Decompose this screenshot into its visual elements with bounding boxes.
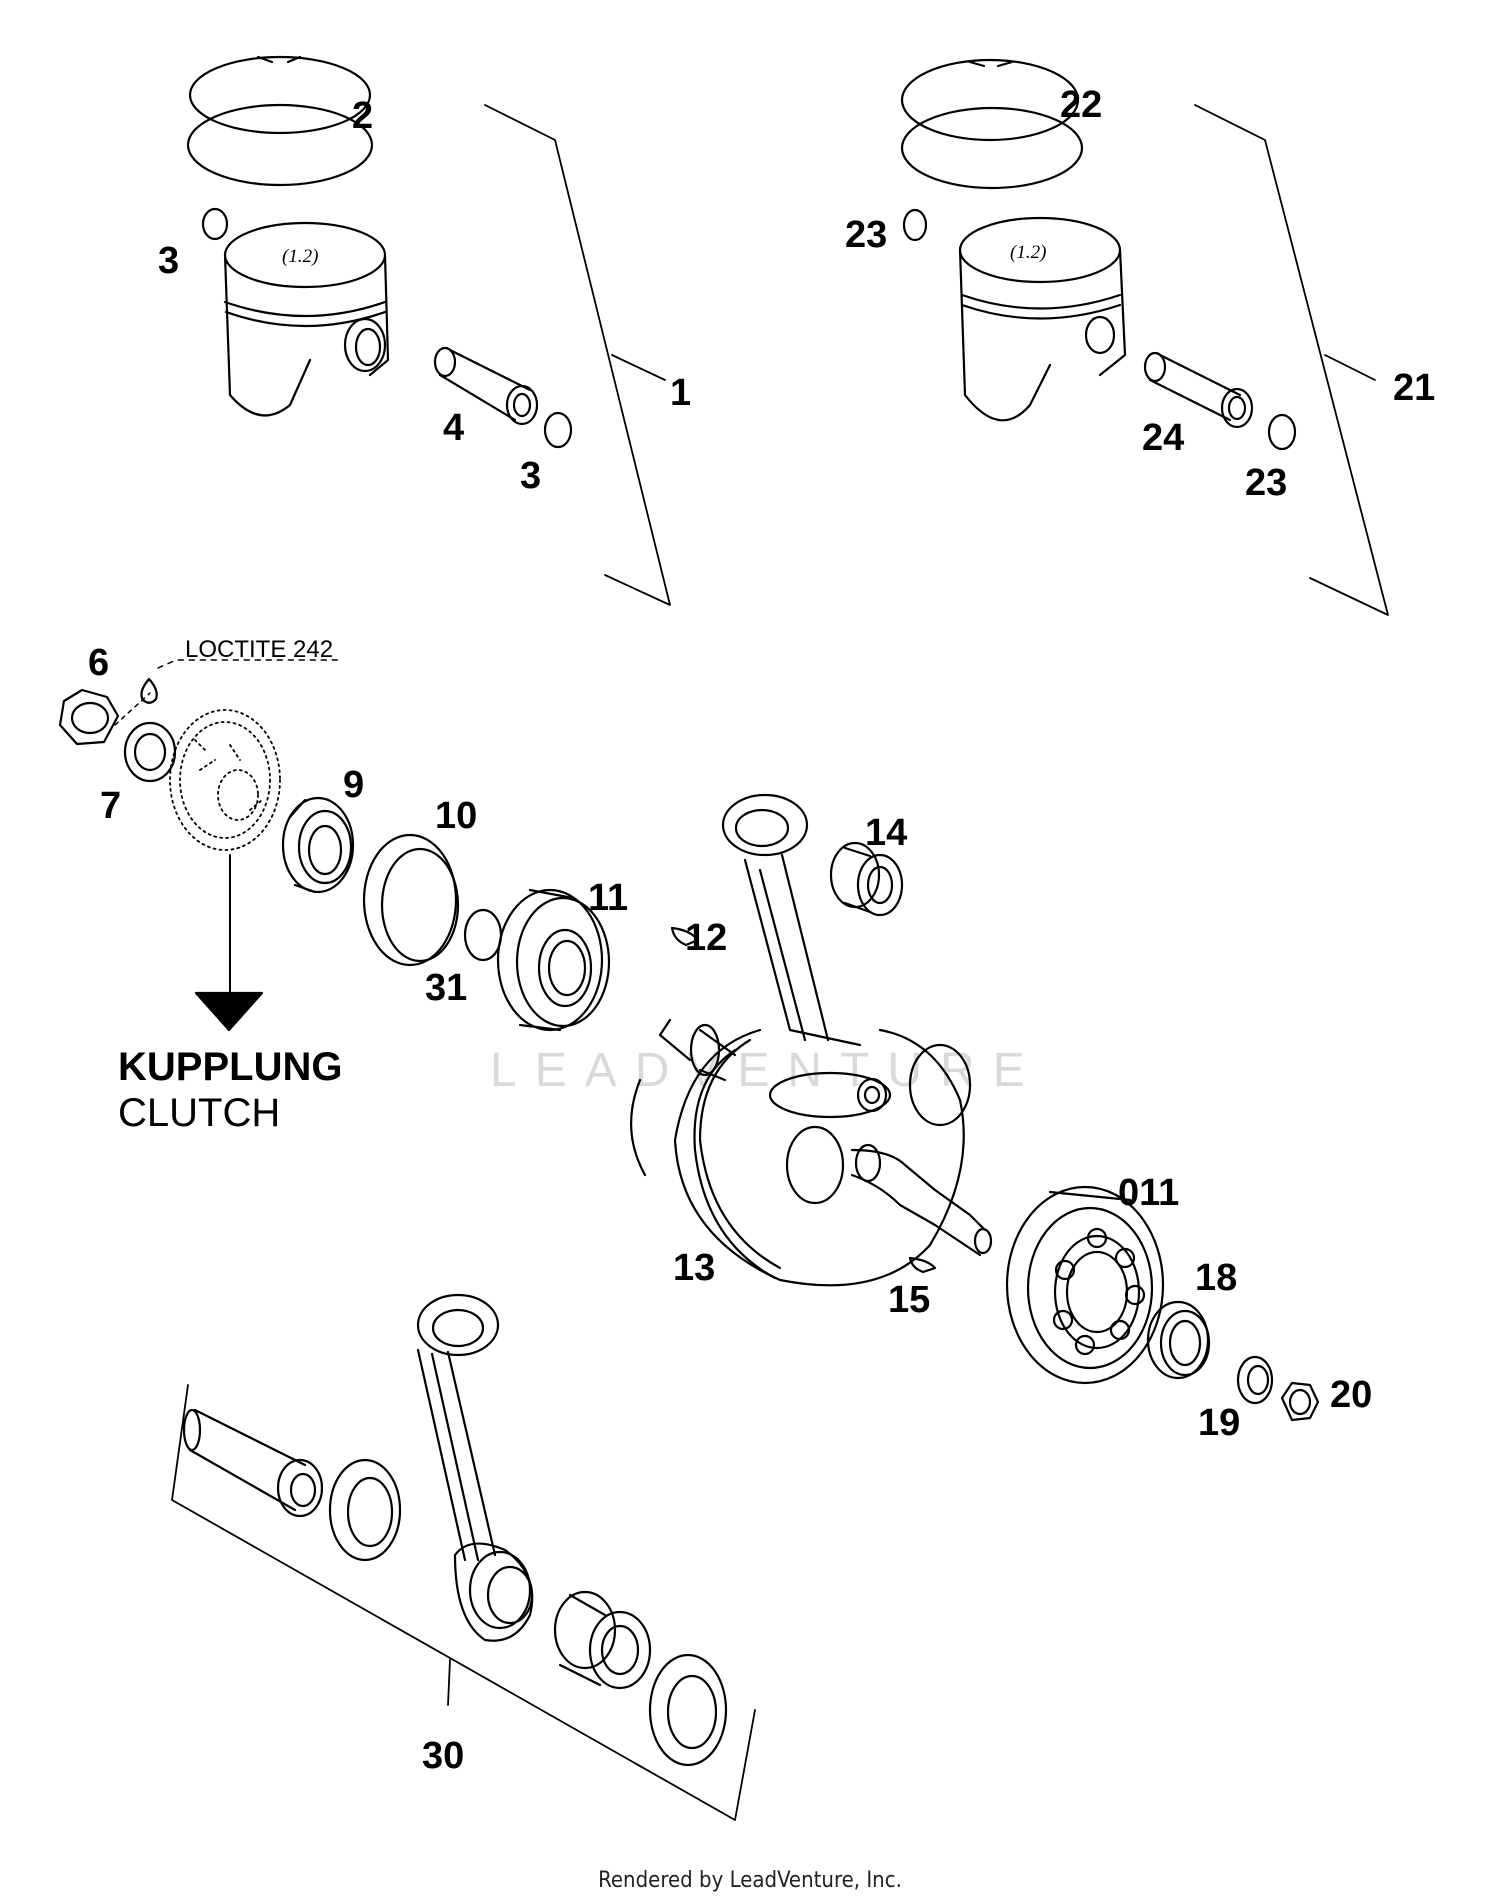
kit-30-thrust-washer-lower [650,1655,726,1765]
piston-size-mark-21: (1.2) [1010,242,1046,263]
callout-3b: 3 [520,455,541,497]
callout-21: 21 [1393,367,1435,409]
footer-credit: Rendered by LeadVenture, Inc. [598,1868,902,1893]
callout-7: 7 [100,785,121,827]
nut-20 [1282,1383,1318,1420]
bearing-11 [498,890,609,1030]
loctite-drop [115,660,342,725]
piston-pin-24 [1145,353,1252,427]
nut-6 [60,690,118,744]
loctite-note: LOCTITE 242 [185,636,333,663]
circlip-23a [904,210,926,240]
callout-22: 22 [1060,84,1102,126]
callout-19: 19 [1198,1402,1240,1444]
kit-30-pin [184,1410,322,1516]
woodruff-key-12 [672,928,698,945]
callout-12: 12 [685,917,727,959]
seal-9 [283,798,353,892]
callout-23b: 23 [1245,462,1287,504]
piston-size-mark-1: (1.2) [282,246,318,267]
callout-24: 24 [1142,417,1184,459]
piston-kit-1: (1.2) [188,57,671,606]
piston-ring-pair-2 [188,57,372,185]
circlip-3b [545,413,571,447]
piston-ring-pair-22 [902,60,1082,188]
clutch-gear-phantom [170,710,280,850]
callout-31: 31 [425,967,467,1009]
seal-18 [1148,1302,1209,1378]
callout-18: 18 [1195,1257,1237,1299]
piston-pin-4 [435,348,537,424]
piston-1: (1.2) [225,223,388,415]
clutch-label-de: KUPPLUNG [118,1045,342,1089]
circlip-23b [1269,415,1295,449]
shim-10 [364,835,458,965]
piston-kit-21: (1.2) [902,60,1389,616]
kit-30-thrust-washer-upper [330,1460,400,1560]
clutch-label-en: CLUTCH [118,1091,280,1135]
kit-bracket-21 [1194,104,1389,616]
woodruff-key-15 [910,1258,935,1272]
crankshaft-13 [631,1020,991,1285]
watermark: LEADVENTURE [490,1044,1043,1097]
callout-13: 13 [673,1247,715,1289]
circlip-3a [203,209,227,239]
callout-20: 20 [1330,1374,1372,1416]
callout-6: 6 [88,642,109,684]
callout-9: 9 [343,764,364,806]
callout-14: 14 [865,812,907,854]
callout-011: 011 [1118,1172,1179,1214]
o-ring-31 [465,910,501,960]
kit-30-needle-bearing [555,1592,650,1688]
washer-19 [1238,1357,1272,1403]
kit-bracket-1 [484,104,671,606]
washer-7 [125,723,175,781]
kit-bracket-30 [171,1384,756,1821]
clutch-arrow [196,855,262,1030]
needle-bearing-14 [831,843,902,915]
callout-23a: 23 [845,214,887,256]
callout-15: 15 [888,1279,930,1321]
kit-30-connecting-rod [418,1295,532,1641]
callout-30: 30 [422,1735,464,1777]
callout-3a: 3 [158,240,179,282]
crank-connecting-rod [723,795,860,1045]
bearing-011 [1007,1187,1163,1383]
callout-11: 11 [588,877,628,919]
callout-1: 1 [670,372,691,414]
callout-2: 2 [352,95,373,137]
callout-4: 4 [443,407,464,449]
conrod-kit-30 [171,1295,756,1821]
callout-10: 10 [435,795,477,837]
piston-21: (1.2) [960,218,1125,420]
